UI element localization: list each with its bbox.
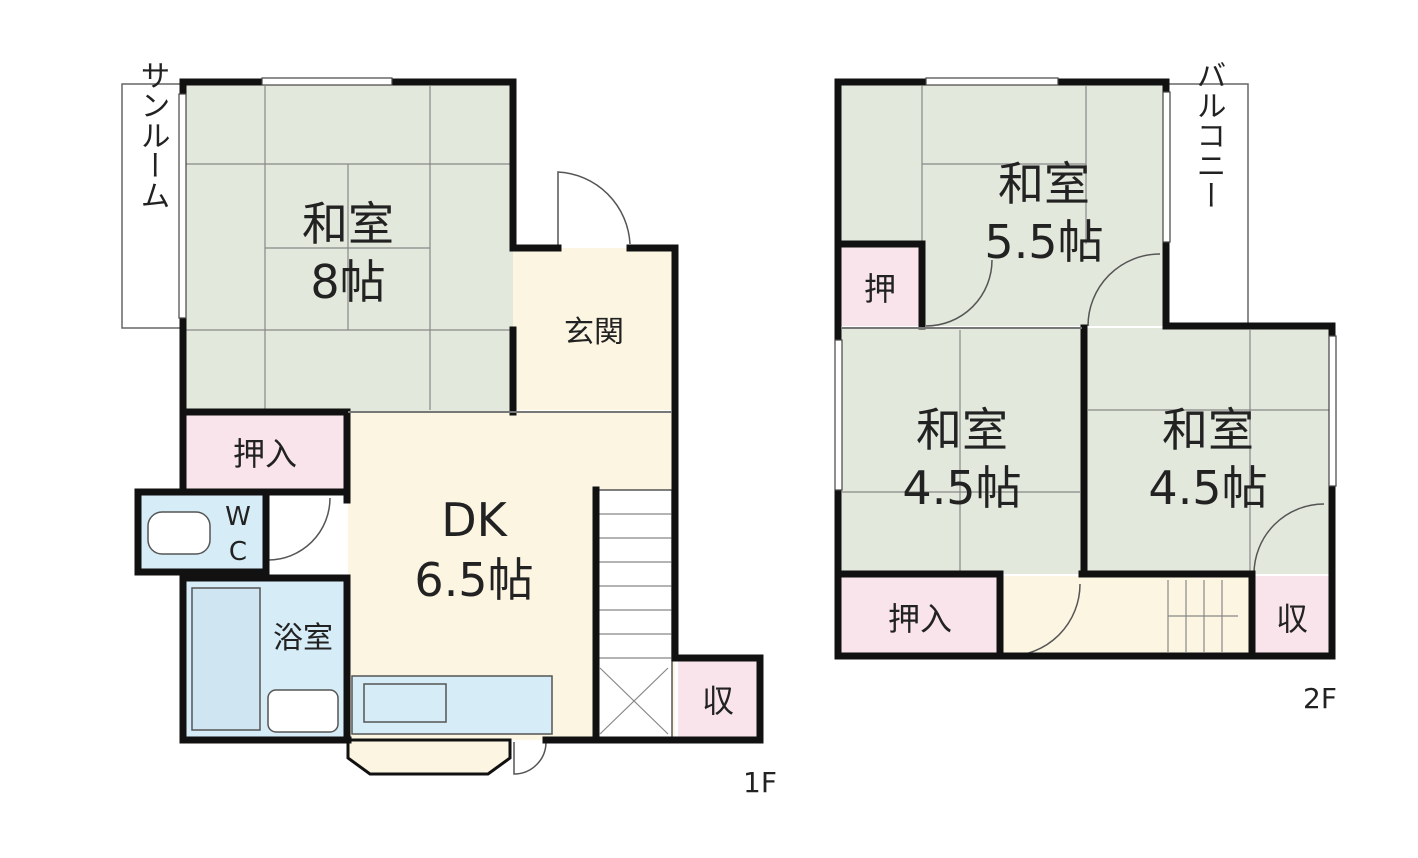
- window-right-2f: [1328, 335, 1337, 487]
- dk-size: 6.5帖: [414, 553, 533, 607]
- window-sunroom: [178, 93, 187, 319]
- toilet-icon: [147, 511, 211, 555]
- storage-2f: [1254, 576, 1332, 656]
- back-door-swing: [513, 741, 547, 775]
- oshiire-2f: [840, 576, 1000, 656]
- kitchen-sink: [363, 683, 447, 723]
- oshiire-1f: [183, 412, 347, 490]
- door-swing-top: [925, 259, 993, 327]
- window-balcony: [1162, 91, 1171, 243]
- window-top-1f: [261, 77, 393, 86]
- bay-window: [346, 738, 512, 776]
- storage-2f-label: 収: [1276, 600, 1308, 638]
- oshiire-1f-label: 押入: [233, 435, 297, 473]
- washitsu-8-name: 和室: [302, 197, 394, 251]
- stairs-1f: [595, 489, 673, 739]
- floor-2-label: 2F: [1303, 682, 1337, 715]
- storage-1f-label: 収: [702, 682, 734, 720]
- entrance-door-swing: [557, 171, 631, 248]
- bath-label: 浴室: [273, 621, 333, 656]
- genkan-area: [513, 248, 675, 410]
- window-left-2f: [834, 339, 843, 491]
- door-swing-right: [1253, 503, 1325, 575]
- tatami-lines-right: [1088, 330, 1330, 572]
- wc-door-swing: [267, 497, 331, 561]
- floor-1: 和室 8帖 サンルーム 玄関 押入 W C 浴室 DK 6.5帖 収 1F: [121, 60, 777, 799]
- genkan-label: 玄関: [564, 315, 624, 350]
- tatami-lines-left: [842, 330, 1080, 572]
- washitsu-4-5-left-size: 4.5帖: [902, 461, 1021, 515]
- washitsu-4-5-left-name: 和室: [916, 403, 1008, 457]
- sunroom: [121, 83, 183, 329]
- balcony: [1167, 83, 1249, 325]
- sunroom-label: サンルーム: [135, 60, 170, 210]
- floor-1-label: 1F: [743, 766, 777, 799]
- bathtub: [191, 587, 261, 731]
- wc-label-w: W: [225, 502, 251, 532]
- door-swing-mid: [1087, 253, 1161, 327]
- wc-label-c: C: [229, 537, 247, 567]
- oshiire-2f-label: 押入: [888, 600, 952, 638]
- balcony-label: バルコニー: [1191, 60, 1226, 210]
- washitsu-4-5-right: [1084, 328, 1332, 574]
- floor-2: 和室 5.5帖 押 バルコニー 和室 4.5帖 和室 4.5帖 押入 収 2F: [834, 60, 1337, 715]
- oshi-2f: [838, 244, 922, 326]
- tatami-lines: [186, 86, 510, 410]
- storage-1f: [678, 658, 760, 738]
- washitsu-4-5-right-size: 4.5帖: [1148, 461, 1267, 515]
- washitsu-8-size: 8帖: [310, 255, 385, 309]
- washitsu-5-5-size: 5.5帖: [984, 215, 1103, 269]
- stair-treads-2f: [1167, 580, 1238, 652]
- dk-name: DK: [441, 493, 508, 547]
- window-top-2f: [925, 77, 1059, 86]
- washitsu-5-5-name: 和室: [998, 157, 1090, 211]
- stair-treads-1f: [596, 513, 672, 735]
- washitsu-4-5-right-name: 和室: [1162, 403, 1254, 457]
- oshi-label: 押: [864, 270, 896, 308]
- wash-basin: [267, 689, 339, 733]
